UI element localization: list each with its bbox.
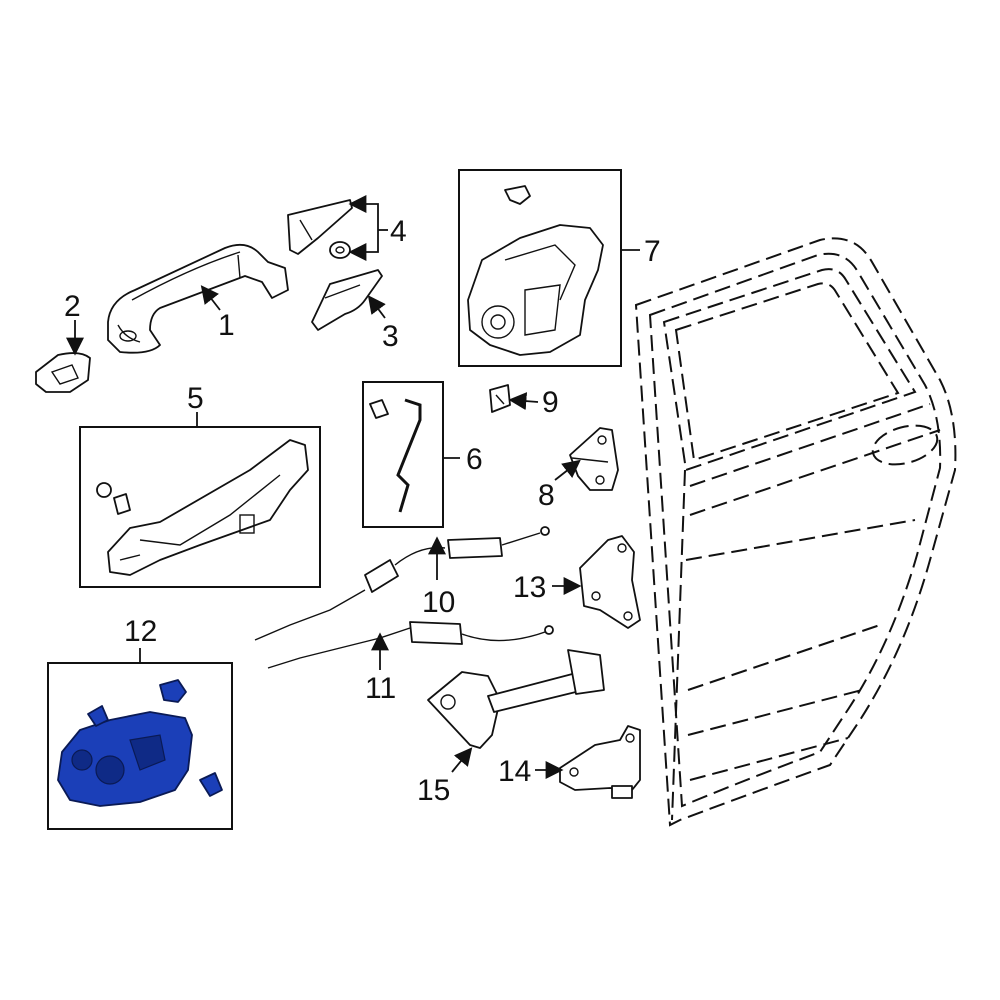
callout-10: 10 xyxy=(422,586,455,619)
part-9-clip xyxy=(489,384,511,413)
part-8-striker xyxy=(569,427,619,491)
part-6-lock-rod xyxy=(369,398,422,513)
callout-15: 15 xyxy=(417,774,450,807)
part-12-lock-assembly-highlighted xyxy=(57,679,223,807)
callout-11: 11 xyxy=(365,672,396,705)
part-7-door-lock xyxy=(467,185,604,356)
part-14-lower-hinge xyxy=(559,725,641,799)
part-7-box xyxy=(458,169,622,367)
callout-7: 7 xyxy=(644,235,661,268)
leader-lines xyxy=(66,195,640,779)
part-15-door-check xyxy=(427,649,605,749)
part-2-handle-cap xyxy=(35,352,91,393)
part-6-box xyxy=(362,381,444,528)
callout-2: 2 xyxy=(64,290,81,323)
callout-13: 13 xyxy=(513,571,546,604)
part-3-cover xyxy=(311,269,383,331)
callout-1: 1 xyxy=(218,309,235,342)
part-13-upper-hinge xyxy=(579,535,641,629)
callout-labels: 1 2 3 4 5 6 7 8 9 10 11 12 13 14 15 xyxy=(64,215,661,807)
part-1-outside-handle xyxy=(107,243,289,354)
callout-3: 3 xyxy=(382,320,399,353)
part-5-handle-frame xyxy=(96,439,309,576)
part-4-handle-base xyxy=(287,199,353,259)
callout-14: 14 xyxy=(498,755,531,788)
part-11-cable xyxy=(267,621,554,669)
callout-6: 6 xyxy=(466,443,483,476)
callout-5: 5 xyxy=(187,382,204,415)
part-5-box xyxy=(79,426,321,588)
callout-4: 4 xyxy=(390,215,407,248)
callout-9: 9 xyxy=(542,386,559,419)
part-10-cable xyxy=(254,526,550,641)
callout-8: 8 xyxy=(538,479,555,512)
rear-door-outline xyxy=(634,237,957,827)
callout-12: 12 xyxy=(124,615,157,648)
